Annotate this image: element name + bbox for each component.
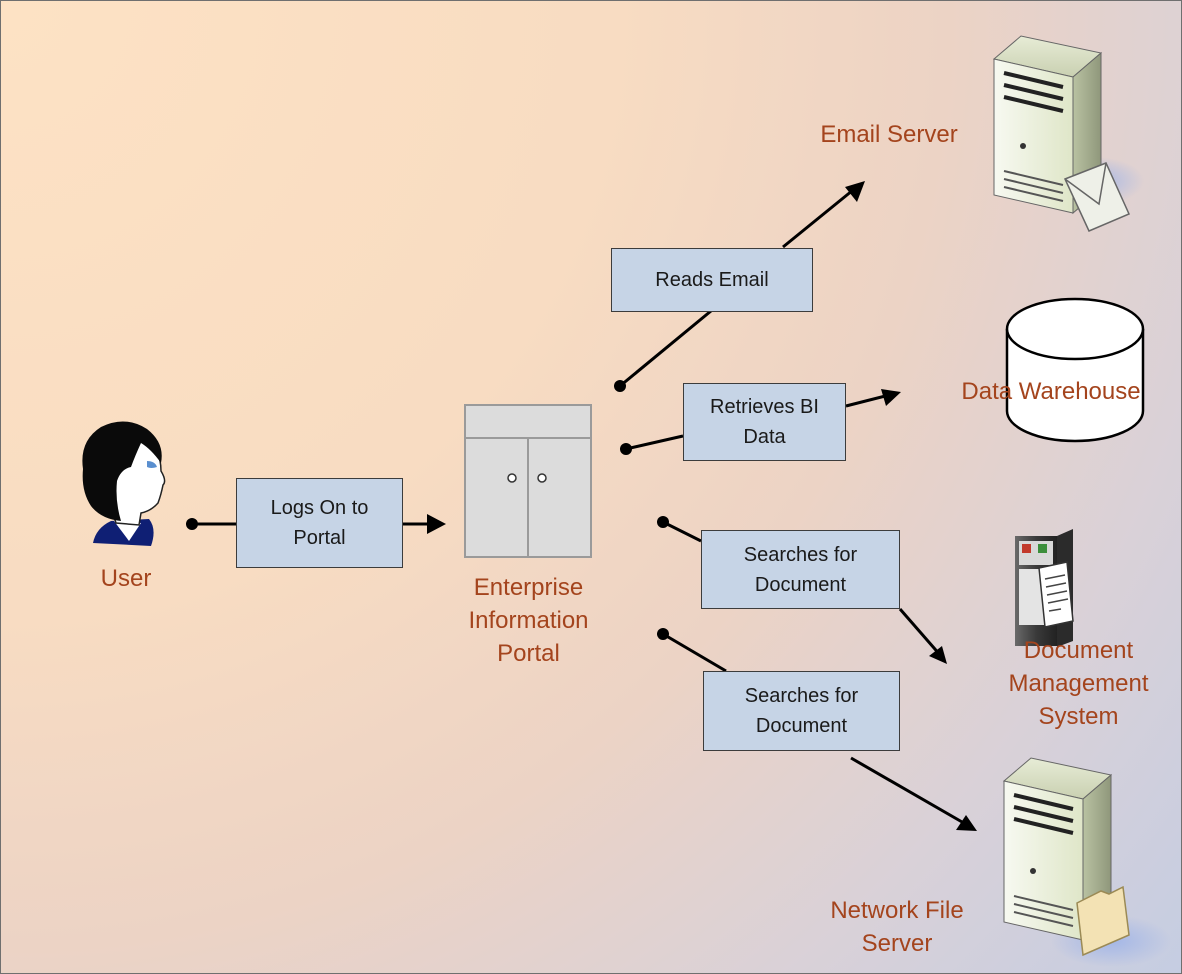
label-network-file-server: Network File Server bbox=[807, 894, 987, 960]
connector-portal-nfs bbox=[662, 632, 970, 828]
action-text-line: Portal bbox=[293, 527, 346, 549]
label-line: Network File bbox=[830, 897, 964, 924]
arrowhead bbox=[845, 181, 865, 202]
action-searches-document-dms: Searches for Document bbox=[701, 530, 900, 609]
action-retrieves-bi-data: Retrieves BI Data bbox=[683, 383, 846, 461]
connector-start-dot bbox=[657, 516, 669, 528]
label-email-server: Email Server bbox=[820, 121, 958, 148]
arrowhead bbox=[427, 514, 446, 534]
label-user: User bbox=[100, 565, 152, 592]
label-document-management-system: Document Management System bbox=[991, 634, 1166, 733]
label-line: Document bbox=[1023, 637, 1134, 664]
action-text-line: Retrieves BI bbox=[710, 396, 819, 418]
connector-start-dot bbox=[186, 518, 198, 530]
label-line: Management bbox=[1008, 670, 1149, 697]
connector-start-dot bbox=[657, 628, 669, 640]
label-line: Information bbox=[468, 607, 589, 634]
arrowhead bbox=[929, 646, 947, 664]
label-line: Enterprise bbox=[473, 574, 584, 601]
label-line: Server bbox=[861, 930, 933, 957]
action-text-line: Reads Email bbox=[655, 269, 769, 291]
action-text-line: Document bbox=[755, 715, 848, 737]
connector-start-dot bbox=[614, 380, 626, 392]
database-cylinder-icon bbox=[1005, 297, 1145, 443]
action-text-line: Document bbox=[754, 573, 847, 596]
label-line: System bbox=[1038, 703, 1119, 730]
portal-cabinet-icon bbox=[464, 404, 592, 558]
action-text-line: Data bbox=[743, 426, 786, 448]
action-text-line: Logs On to bbox=[270, 497, 369, 519]
connector-portal-email bbox=[619, 184, 859, 388]
label-line: Portal bbox=[497, 640, 560, 667]
email-server-icon bbox=[992, 35, 1144, 232]
action-text-line: Searches for bbox=[743, 543, 858, 566]
document-system-icon bbox=[1015, 529, 1074, 647]
file-server-icon bbox=[1002, 757, 1171, 967]
action-reads-email: Reads Email bbox=[611, 248, 813, 312]
connector-start-dot bbox=[620, 443, 632, 455]
action-text-line: Searches for bbox=[744, 685, 859, 707]
connector-portal-dms bbox=[662, 520, 943, 657]
action-logs-on-portal: Logs On to Portal bbox=[236, 478, 403, 568]
action-searches-document-nfs: Searches for Document bbox=[703, 671, 900, 751]
label-enterprise-information-portal: Enterprise Information Portal bbox=[441, 571, 616, 670]
user-icon bbox=[82, 421, 166, 546]
arrowhead bbox=[881, 389, 901, 406]
label-data-warehouse: Data Warehouse bbox=[961, 378, 1141, 405]
arrowhead bbox=[956, 815, 977, 831]
